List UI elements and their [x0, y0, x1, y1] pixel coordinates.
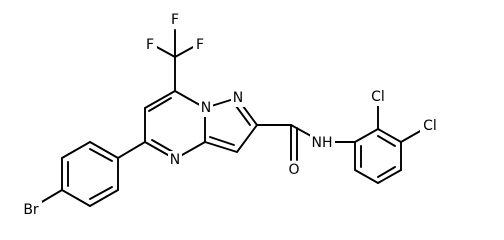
- atom-labels: F F F N N N NH O: [20, 12, 440, 219]
- structure-drawing: F F F N N N NH O: [20, 12, 440, 219]
- bond-c3-c3a-double: [209, 136, 235, 146]
- bond-p2-4-5: [377, 169, 402, 184]
- bond-p1-4-5: [61, 189, 91, 207]
- bond-p1-br: [39, 189, 63, 204]
- atom-f-left-label: F: [146, 37, 154, 53]
- molecule-canvas: F F F N N N NH O: [20, 12, 440, 219]
- atom-o: O: [286, 161, 302, 179]
- bond-p1-5-6: [89, 189, 119, 207]
- bond-p2-1-2: [354, 128, 379, 143]
- atom-n-pyrazole: N: [231, 89, 245, 107]
- atom-f-right-label: F: [196, 37, 204, 53]
- atom-f-top: F: [168, 12, 183, 29]
- atom-cl-right: Cl: [420, 117, 440, 135]
- atom-nh-label: NH: [312, 135, 333, 151]
- atom-n-bridge-label: N: [201, 100, 211, 116]
- atom-n-bridge: N: [199, 99, 213, 117]
- bond-c5-n4-double: [151, 139, 174, 153]
- bond-p2-2-3: [377, 128, 402, 143]
- bond-c2-c3: [236, 124, 258, 153]
- atom-o-label: O: [288, 162, 299, 178]
- atom-f-top-label: F: [171, 12, 179, 28]
- bond-cf3-f-left: [154, 45, 176, 58]
- atom-br: Br: [20, 201, 42, 219]
- bond-p1-2-3: [61, 141, 91, 159]
- bond-p2-2-3-double: [377, 135, 396, 147]
- atom-f-right: F: [193, 37, 208, 54]
- atom-cl-top-label: Cl: [371, 89, 385, 105]
- atom-nh: NH: [310, 134, 335, 152]
- bond-c7-c6: [144, 90, 176, 109]
- atom-n-pyrimidine-label: N: [170, 152, 180, 168]
- atom-cl-right-label: Cl: [423, 118, 437, 134]
- bond-p2-cl-right: [400, 129, 423, 143]
- bond-p1-1-2-double: [89, 148, 113, 162]
- bond-p1-1-2: [89, 141, 119, 159]
- bond-c5-ph: [117, 141, 146, 159]
- bond-p2-5-6: [354, 169, 379, 184]
- atom-cl-top: Cl: [368, 88, 388, 106]
- bond-c7-c6-double: [148, 97, 172, 112]
- bond-c3-c3a: [204, 141, 238, 153]
- bonds: [39, 29, 423, 207]
- atom-br-label: Br: [23, 202, 39, 218]
- bond-p1-5-6-double: [89, 186, 113, 200]
- atom-n-pyrimidine: N: [168, 151, 182, 169]
- atom-f-left: F: [142, 37, 157, 54]
- bond-cf3-f-right: [174, 45, 196, 58]
- atom-n-pyrazole-label: N: [233, 90, 243, 106]
- bond-p2-4-5-double: [377, 166, 396, 178]
- bond-n1-c2-double: [235, 105, 251, 126]
